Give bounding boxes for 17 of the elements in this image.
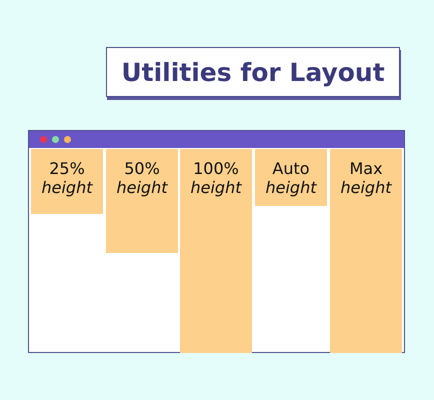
- height-bar: [31, 149, 103, 214]
- bar-subtitle: height: [42, 178, 92, 197]
- bar-subtitle: height: [116, 178, 168, 197]
- bar-title: Max: [349, 159, 383, 178]
- height-bar: [180, 149, 252, 353]
- height-bar: [106, 149, 178, 253]
- bar-title: 100%: [193, 159, 239, 178]
- bar-title: 25%: [49, 159, 85, 178]
- browser-window: [28, 130, 405, 353]
- bar-subtitle: height: [190, 178, 242, 197]
- bar-subtitle: height: [266, 178, 316, 197]
- height-bar: [330, 149, 402, 353]
- bar-title: Auto: [272, 159, 310, 178]
- title-banner: Utilities for Layout: [106, 47, 400, 97]
- bar-title: 50%: [124, 159, 160, 178]
- height-bar: [255, 149, 327, 206]
- bar-subtitle: height: [340, 178, 392, 197]
